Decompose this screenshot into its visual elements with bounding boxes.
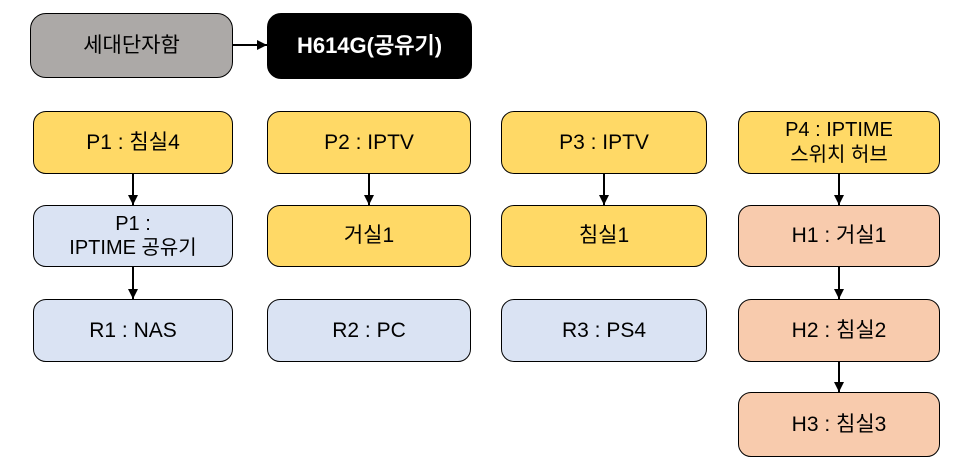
node-r3: R3 : PS4 — [501, 299, 707, 362]
node-p1-iptime-router: P1 : IPTIME 공유기 — [33, 205, 233, 267]
arrow-junction-to-router — [233, 44, 267, 46]
node-p1: P1 : 침실4 — [33, 111, 233, 174]
node-r2: R2 : PC — [267, 299, 471, 362]
node-bedroom-1: 침실1 — [501, 205, 707, 267]
node-p3: P3 : IPTV — [501, 111, 707, 174]
arrow-h2-to-h3 — [838, 362, 840, 392]
node-living-room-1: 거실1 — [267, 205, 471, 267]
arrow-h1-to-h2 — [838, 267, 840, 299]
arrow-p1-iptime-router-to-r1 — [132, 267, 134, 299]
node-p4: P4 : IPTIME 스위치 허브 — [738, 111, 940, 174]
arrow-p4-to-h1 — [838, 174, 840, 205]
arrow-p1-to-p1-iptime-router — [132, 174, 134, 205]
node-h3: H3 : 침실3 — [738, 392, 940, 457]
node-main-router: H614G(공유기) — [267, 13, 472, 79]
node-junction-box: 세대단자함 — [30, 13, 233, 78]
node-h2: H2 : 침실2 — [738, 299, 940, 362]
arrow-p2-to-living-room-1 — [368, 174, 370, 205]
arrow-p3-to-bedroom-1 — [603, 174, 605, 205]
node-h1: H1 : 거실1 — [738, 205, 940, 267]
node-r1: R1 : NAS — [33, 299, 233, 362]
node-p2: P2 : IPTV — [267, 111, 471, 174]
